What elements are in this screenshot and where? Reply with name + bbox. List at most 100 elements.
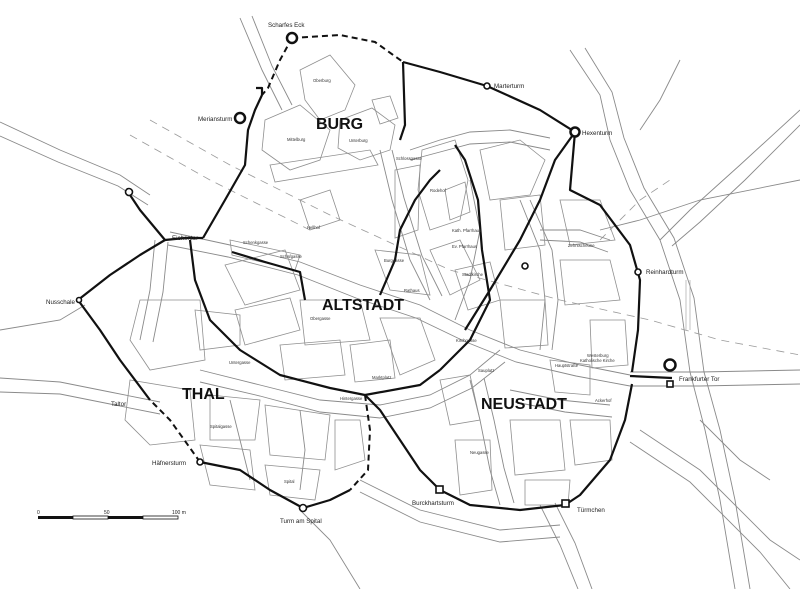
road-frankfurt-2 <box>630 383 800 387</box>
block-unterburg <box>337 107 396 161</box>
thal-west <box>139 239 156 341</box>
zehnt-street <box>540 229 611 241</box>
tower-turm-am-spital-icon <box>298 503 308 513</box>
wall-thal-west <box>76 239 166 401</box>
block-westerburg <box>589 319 629 369</box>
label-hauptstrasse: Hauptstraße <box>555 363 579 368</box>
scale-segment-2 <box>72 515 109 520</box>
block-altstadt-5 <box>349 339 396 383</box>
road-east-upper <box>599 179 800 231</box>
neustadt-south <box>469 379 501 506</box>
wall-neu-west <box>464 131 576 331</box>
road-southwest-2 <box>0 391 161 415</box>
label-hexenturm: Hexenturm <box>582 130 612 137</box>
label-westerburg: Westerburg <box>587 353 609 358</box>
label-frankfurter-tor: Frankfurter Tor <box>679 376 719 383</box>
block-thal-7 <box>194 309 241 351</box>
road-southeast-2 <box>629 441 791 589</box>
district-thal: THAL <box>182 386 225 403</box>
road-northeast <box>659 109 800 241</box>
wall-burg-divider <box>398 61 407 141</box>
label-marterturm: Marterturm <box>494 83 524 90</box>
road-north <box>239 17 283 111</box>
wall-north-east <box>402 60 576 133</box>
wall-frankfurter-tor <box>629 374 673 380</box>
wall-altstadt-east <box>439 144 492 371</box>
label-scharfes-eck: Scharfes Eck <box>268 22 305 29</box>
tower-labels: Scharfes Eck Marterturm Meriansturm Hexe… <box>46 22 719 525</box>
label-burckhartsturm: Burckhartsturm <box>412 500 454 507</box>
label-kath-pfarrhaus: Kath. Pfarrhaus <box>452 228 481 233</box>
wall-eichentor <box>164 236 203 242</box>
tower-marterturm-icon <box>483 82 491 90</box>
tower-neu-west-icon <box>521 262 529 270</box>
label-spital: Spital <box>284 479 295 484</box>
outer-roads <box>0 15 800 589</box>
tower-haefnersturm-icon <box>196 458 204 466</box>
place-labels: Oberburg Mittelburg Unterburg Rodehof He… <box>210 78 615 484</box>
wall-north-west-dashed <box>261 37 293 96</box>
rail-line-2 <box>129 134 311 231</box>
road-northeast-2 <box>671 124 800 247</box>
block-neu-6 <box>509 419 566 476</box>
block-neu-4 <box>439 374 481 426</box>
block-altstadt-6 <box>379 317 436 376</box>
building-blocks <box>124 54 629 506</box>
block-burg-small <box>371 95 399 125</box>
label-hintergasse: Hintergasse <box>340 396 363 401</box>
wall-altstadt-south <box>364 394 441 491</box>
tower-northwest-icon <box>124 187 134 197</box>
wall-altstadt-ring <box>188 239 441 397</box>
block-zehntscheune <box>559 199 616 246</box>
label-ev-pfarrhaus: Ev. Pfarrhaus <box>452 244 477 249</box>
district-burg: BURG <box>316 116 363 133</box>
label-rathaus: Rathaus <box>404 288 420 293</box>
label-kirchgasse: Kirchgasse <box>456 338 477 343</box>
block-rathaus <box>374 249 431 296</box>
label-spitalgasse: Spitalgasse <box>210 424 232 429</box>
tower-tuermchen-icon <box>561 499 570 508</box>
neustadt-east <box>509 389 611 406</box>
wall-neu-south <box>439 383 634 512</box>
label-reinhardturm: Reinhardturm <box>646 269 684 276</box>
label-turm-am-spital: Turm am Spital <box>280 518 322 525</box>
tower-meriansturm-icon <box>233 111 247 125</box>
wall-burg-inner <box>378 169 441 296</box>
label-marktplatz: Marktplatz <box>372 375 391 380</box>
towers <box>75 31 677 513</box>
neustadt-cross-b <box>519 199 546 351</box>
block-mittelburg <box>261 104 331 171</box>
block-oberburg <box>299 54 356 121</box>
scale-label-mid: 50 <box>104 510 110 516</box>
block-spital <box>264 464 321 501</box>
thal-west-2 <box>152 241 169 343</box>
block-altstadt-4 <box>279 339 346 381</box>
label-hellhof: Hellhof <box>307 225 321 230</box>
label-taltor: Taltor <box>111 401 126 408</box>
tower-reinhardturm-icon <box>634 268 642 276</box>
road-west <box>0 121 151 196</box>
block-neu-8 <box>549 359 591 396</box>
wall-neu-east <box>568 131 642 373</box>
label-katholische-kirche: Katholische Kirche <box>580 358 615 363</box>
label-meriansturm: Meriansturm <box>198 116 232 123</box>
road-north-2 <box>251 15 293 106</box>
wall-south-dashed <box>349 394 372 491</box>
tower-scharfes-eck-icon <box>285 31 299 45</box>
wall-north-dashed <box>291 33 404 63</box>
wall-west-burg <box>202 94 263 239</box>
label-schafgasse: Schafgasse <box>280 254 303 259</box>
label-ackerhof: Ackerhof <box>595 398 612 403</box>
block-thal-6 <box>334 419 366 471</box>
block-thal-3 <box>209 394 261 441</box>
block-thal-1 <box>129 299 206 371</box>
inner-streets <box>139 129 631 506</box>
label-nusschale: Nusschale <box>46 299 75 306</box>
block-altstadt-1 <box>224 249 301 306</box>
label-rodehof: Rodehof <box>430 188 447 193</box>
road-south <box>539 504 579 589</box>
label-burggasse: Burggasse <box>384 258 405 263</box>
rail-line-3 <box>599 179 671 241</box>
block-altstadt-3 <box>299 299 371 346</box>
